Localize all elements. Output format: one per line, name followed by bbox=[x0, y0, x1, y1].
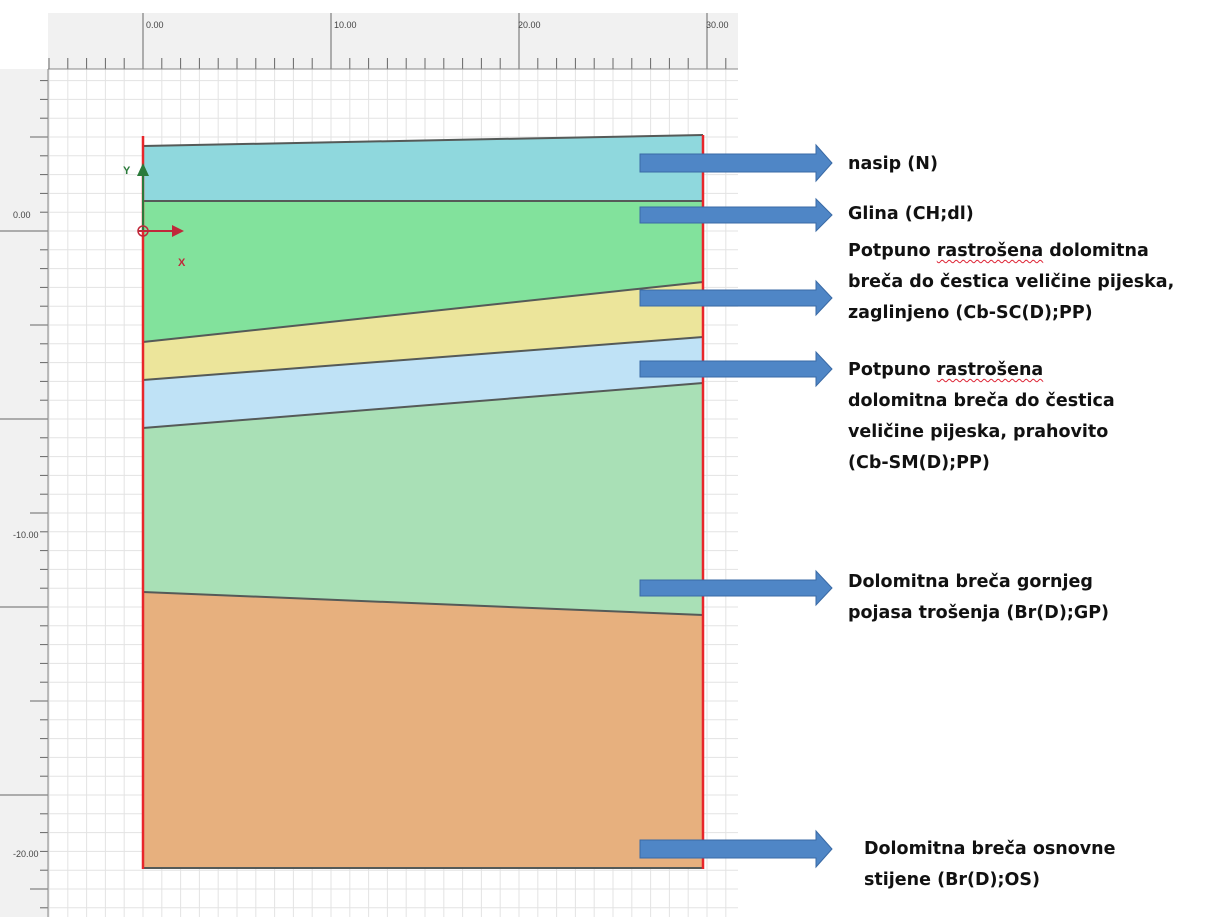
label-cb-sc-line-1: Potpuno rastrošena dolomitna bbox=[848, 236, 1174, 267]
label-br-os-line-2: stijene (Br(D);OS) bbox=[864, 870, 1041, 890]
x-tick-0: 0.00 bbox=[146, 20, 164, 30]
label-text: Potpuno bbox=[848, 241, 937, 261]
origin-icon bbox=[137, 225, 149, 237]
arrow-cb-sm-icon bbox=[639, 350, 833, 388]
label-nasip: nasip (N) bbox=[848, 149, 938, 180]
arrows bbox=[639, 143, 833, 869]
label-text: Potpuno bbox=[848, 360, 937, 380]
layer-boundaries bbox=[142, 134, 704, 869]
x-tick-30: 30.00 bbox=[706, 20, 729, 30]
x-arrow-icon bbox=[172, 225, 184, 237]
y-tick-minus-10: -10.00 bbox=[13, 530, 39, 540]
y-axis-letter: Y bbox=[123, 165, 131, 177]
layer-cb-sm bbox=[143, 337, 703, 428]
x-tick-10: 10.00 bbox=[334, 20, 357, 30]
x-axis-letter: X bbox=[178, 257, 186, 269]
layer-br-gp bbox=[143, 383, 703, 615]
label-cb-sc: Potpuno rastrošena dolomitna breča do če… bbox=[848, 236, 1174, 329]
label-br-gp-line-1: Dolomitna breča gornjeg bbox=[848, 572, 1093, 592]
label-br-os-line-1: Dolomitna breča osnovne bbox=[864, 839, 1116, 859]
layer-br-os bbox=[143, 592, 703, 868]
ruler-ticks bbox=[0, 13, 738, 917]
layer-nasip bbox=[143, 135, 703, 201]
label-cb-sm-line-3: veličine pijeska, prahovito bbox=[848, 422, 1109, 442]
top-ruler bbox=[48, 13, 738, 69]
label-cb-sm: Potpuno rastrošena dolomitna breča do če… bbox=[848, 355, 1115, 479]
label-cb-sm-line-4: (Cb-SM(D);PP) bbox=[848, 453, 990, 473]
spell-underlined-word: rastrošena bbox=[936, 360, 1044, 380]
y-tick-0: 0.00 bbox=[13, 210, 31, 220]
label-cb-sc-line-2: breča do čestica veličine pijeska, bbox=[848, 272, 1175, 292]
label-cb-sc-line-3: zaglinjeno (Cb-SC(D);PP) bbox=[848, 303, 1093, 323]
arrow-nasip-icon bbox=[639, 143, 833, 183]
label-br-gp: Dolomitna breča gornjeg pojasa trošenja … bbox=[848, 567, 1109, 629]
label-nasip-line: nasip (N) bbox=[848, 154, 938, 174]
y-arrow-icon bbox=[137, 163, 149, 176]
arrow-br-gp-icon bbox=[639, 569, 833, 607]
label-glina: Glina (CH;dl) bbox=[848, 199, 974, 230]
origin-axes: Y X bbox=[123, 163, 186, 269]
arrow-br-os-icon bbox=[639, 829, 833, 869]
label-br-os: Dolomitna breča osnovne stijene (Br(D);O… bbox=[864, 834, 1116, 896]
label-cb-sm-line-2: dolomitna breča do čestica bbox=[848, 391, 1115, 411]
label-glina-line: Glina (CH;dl) bbox=[848, 204, 974, 224]
left-ruler bbox=[0, 69, 48, 917]
label-cb-sm-line-1: Potpuno rastrošena bbox=[848, 355, 1115, 386]
y-tick-minus-20: -20.00 bbox=[13, 849, 39, 859]
label-text: dolomitna bbox=[1043, 241, 1149, 261]
layer-glina bbox=[143, 201, 703, 342]
label-br-gp-line-2: pojasa trošenja (Br(D);GP) bbox=[848, 603, 1110, 623]
spell-underlined-word: rastrošena bbox=[936, 241, 1044, 261]
arrow-glina-icon bbox=[639, 197, 833, 233]
layer-cb-sc bbox=[143, 282, 703, 380]
x-tick-20: 20.00 bbox=[518, 20, 541, 30]
arrow-cb-sc-icon bbox=[639, 279, 833, 317]
